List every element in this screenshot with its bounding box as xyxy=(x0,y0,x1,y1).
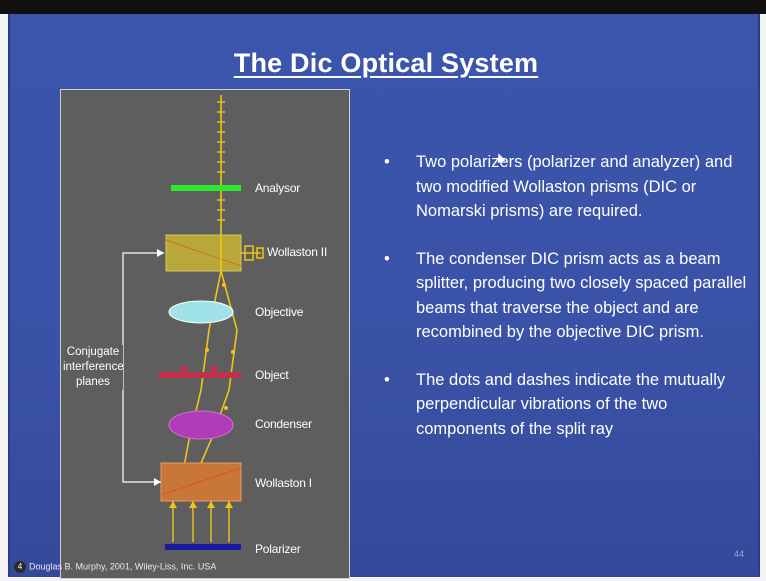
label-analyser: Analysor xyxy=(255,181,301,195)
label-wollaston-i: Wollaston I xyxy=(255,476,312,490)
bullet-text: The dots and dashes indicate the mutuall… xyxy=(416,370,726,438)
label-wollaston-ii: Wollaston II xyxy=(267,245,328,259)
bullet-item: • Two polarizers (polarizer and analyzer… xyxy=(378,150,758,224)
bullet-list: • Two polarizers (polarizer and analyzer… xyxy=(378,150,758,464)
bracket-arrowheads xyxy=(154,249,164,486)
object-specimen xyxy=(181,366,187,372)
conjugate-line-2: interference xyxy=(63,361,124,373)
object-specimen-2 xyxy=(211,366,217,372)
dic-diagram-graphic xyxy=(122,95,264,550)
window-top-bar xyxy=(0,0,766,14)
label-condenser: Condenser xyxy=(255,417,312,431)
wollaston-ii-knob xyxy=(241,245,264,261)
objective-lens xyxy=(168,300,234,324)
beam-dashes xyxy=(217,101,225,221)
bullet-dot-icon: • xyxy=(384,370,390,389)
bullet-dot-icon: • xyxy=(384,153,390,171)
ray-arrowheads xyxy=(169,501,233,508)
bullet-item: • The dots and dashes indicate the mutua… xyxy=(378,368,758,442)
footer-text: Douglas B. Murphy, 2001, Wiley-Liss, Inc… xyxy=(29,561,217,572)
label-object: Object xyxy=(255,368,289,382)
conjugate-bracket xyxy=(122,252,164,483)
slide: The Dic Optical System xyxy=(8,14,760,579)
condenser-lens xyxy=(168,410,234,440)
object-slide xyxy=(159,372,241,378)
bullet-text: Two polarizers (polarizer and analyzer) … xyxy=(416,153,733,220)
polarizer-plate xyxy=(165,544,241,550)
page-number: 44 xyxy=(733,549,744,559)
analyser-plate xyxy=(171,185,241,191)
wollaston-ii-interface xyxy=(165,239,242,267)
wollaston-i-interface xyxy=(160,467,242,496)
conjugate-line-1: Conjugate xyxy=(66,346,120,358)
conjugate-line-3: planes xyxy=(76,376,110,388)
input-rays xyxy=(172,501,230,542)
split-beams xyxy=(180,235,238,483)
conjugate-planes-label: Conjugate interference planes xyxy=(63,345,124,390)
bullet-item: • The condenser DIC prism acts as a beam… xyxy=(378,247,758,345)
bullet-text: The condenser DIC prism acts as a beam s… xyxy=(416,249,747,342)
label-polarizer: Polarizer xyxy=(255,542,301,556)
footer-circle-icon: 4 xyxy=(14,561,26,573)
slide-title: The Dic Optical System xyxy=(233,48,539,78)
label-objective: Objective xyxy=(255,305,304,319)
dic-diagram: Conjugate interference planes Analysor W… xyxy=(60,89,350,579)
bullet-dot-icon: • xyxy=(384,249,390,268)
